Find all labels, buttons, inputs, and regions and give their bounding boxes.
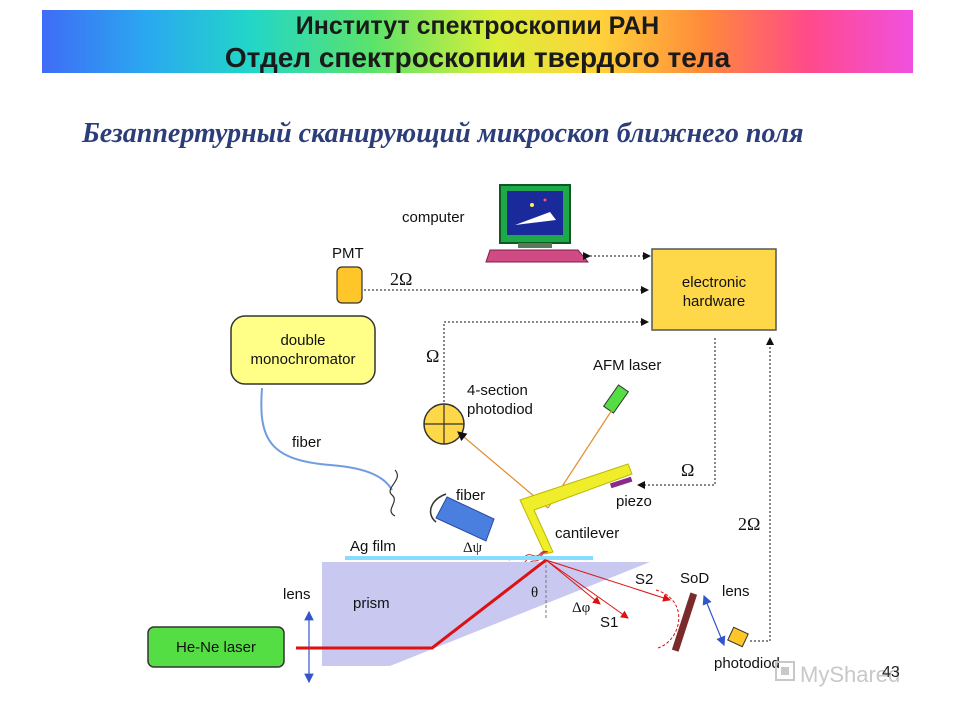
computer-icon (485, 184, 590, 263)
fiber-brace (389, 469, 398, 517)
two-omega-right: 2Ω (738, 514, 760, 534)
cantilever-icon (519, 463, 633, 555)
lens-right-label: lens (722, 583, 750, 600)
photodiod-4-label-1: 4-section (467, 382, 528, 399)
piezo-icon (609, 476, 633, 489)
computer-label: computer (402, 209, 465, 226)
ag-film-label: Ag film (350, 538, 396, 555)
hardware-to-piezo-line (637, 338, 716, 489)
sod-mirror-icon (671, 592, 698, 652)
afm-laser-label: AFM laser (593, 357, 661, 374)
fiber-line (260, 387, 393, 491)
theta-symbol: θ (531, 585, 538, 601)
photodiod-to-hardware-line (443, 318, 649, 402)
he-ne-laser-label: He-Ne laser (176, 639, 256, 656)
department-title: Отдел спектроскопии твердого тела (224, 42, 731, 73)
beam-s2 (545, 559, 671, 602)
beam-s1 (545, 559, 629, 619)
double-monochromator-box (230, 315, 376, 385)
institute-title: Институт спектроскопии РАН (295, 12, 660, 40)
electronic-hardware-box (651, 248, 777, 331)
fiber-tip-icon (429, 493, 495, 542)
fiber-label-top: fiber (292, 434, 321, 451)
photodiod-label: photodiod (714, 655, 780, 672)
lens-left-label: lens (283, 586, 311, 603)
s2-label: S2 (635, 571, 653, 588)
prism-icon (322, 562, 650, 666)
electronic-hardware-label-2: hardware (683, 293, 746, 310)
photodiode-icon (727, 626, 749, 648)
pmt-label: PMT (332, 245, 364, 262)
prism-label: prism (353, 595, 390, 612)
he-ne-laser-box (147, 626, 285, 668)
omega-piezo: Ω (681, 460, 694, 480)
beam-s1b (545, 559, 601, 605)
photodiode-4-section-icon (423, 403, 465, 445)
convergent-beam (655, 589, 680, 649)
slide-subtitle: Безаппертурный сканирующий микроскоп бли… (82, 118, 804, 149)
ag-film (345, 556, 593, 560)
delta-psi: Δψ (463, 540, 483, 556)
delta-phi: Δφ (572, 600, 591, 616)
electronic-hardware-label-1: electronic (682, 274, 747, 291)
monochromator-label-1: double (280, 332, 325, 349)
pmt-detector-icon (336, 266, 363, 304)
watermark-text: MyShared (800, 662, 900, 687)
cantilever-label: cantilever (555, 525, 619, 542)
s1-label: S1 (600, 614, 618, 631)
omega-photodiod: Ω (426, 346, 439, 366)
page-number: 43 (882, 664, 900, 681)
monochromator-label-2: monochromator (250, 351, 355, 368)
afm-laser-icon (602, 384, 630, 414)
fiber-tip-label: fiber (456, 487, 485, 504)
piezo-label: piezo (616, 493, 652, 510)
photodiod-to-hardware-line (750, 337, 774, 642)
title-banner: Институт спектроскопии РАН Отдел спектро… (42, 10, 913, 73)
watermark-logo-icon (775, 661, 795, 681)
laser-beam (296, 558, 547, 650)
sod-label: SoD (680, 570, 709, 587)
photodiod-4-label-2: photodiod (467, 401, 533, 418)
lens-right-icon (702, 594, 726, 647)
two-omega-pmt: 2Ω (390, 269, 412, 289)
